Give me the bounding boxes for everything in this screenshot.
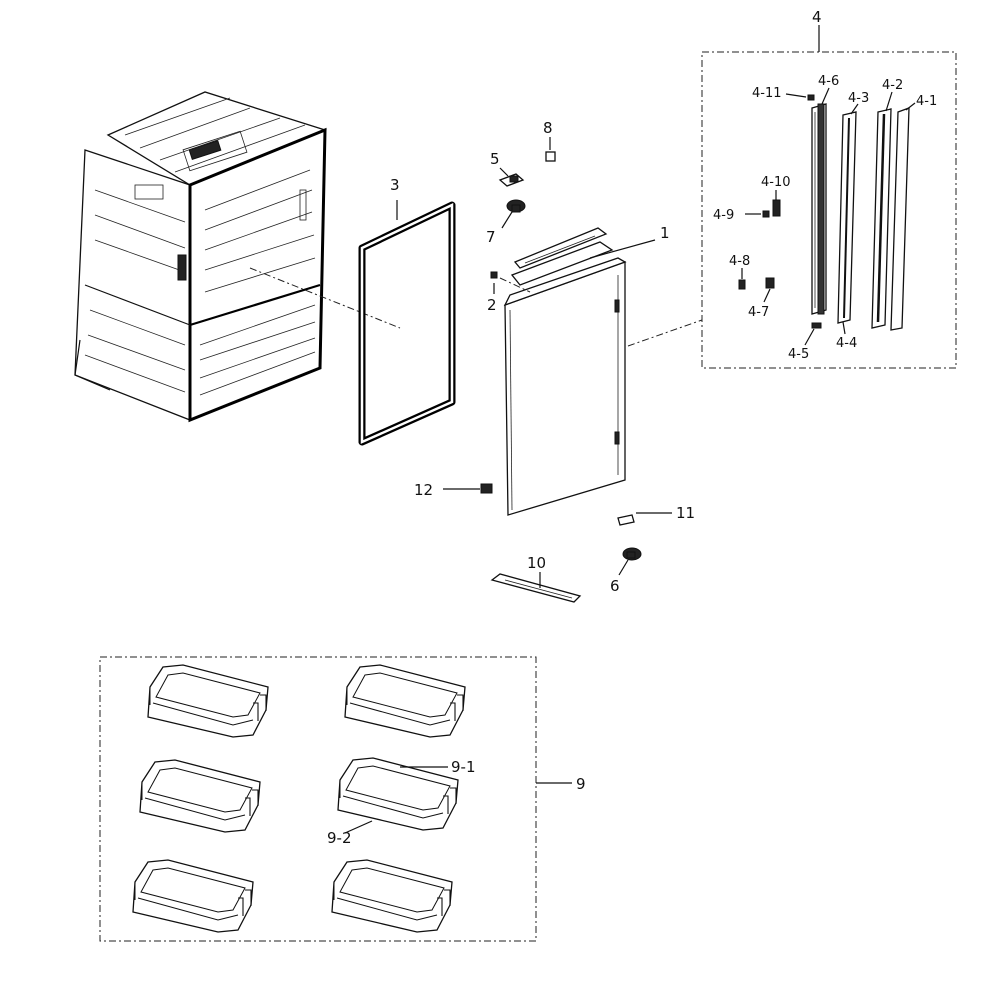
door-bin-outline [147, 664, 269, 738]
callout-12: 12 [414, 481, 433, 499]
door-bin-outline [144, 797, 246, 821]
door-bin-outline [137, 897, 239, 921]
door-bin-outline [336, 897, 438, 921]
door-bin-outline [139, 759, 261, 833]
door-bin-outline [345, 765, 451, 811]
callout-4-9: 4-9 [713, 208, 734, 223]
callout-9: 9 [576, 775, 586, 793]
callout-4-1: 4-1 [916, 94, 937, 109]
door-bin-outline [252, 789, 259, 806]
part-12-stopper [480, 483, 493, 494]
door-gasket [358, 201, 456, 446]
door-bin-outline [331, 859, 453, 933]
leader-cabinet-gasket [249, 267, 401, 329]
callout-10: 10 [527, 554, 546, 572]
door-bin-outline [443, 795, 449, 814]
callout-4-5: 4-5 [788, 347, 809, 362]
callout-9-2: 9-2 [327, 829, 352, 847]
door-bin-outline [152, 702, 254, 726]
leader-1 [589, 239, 656, 259]
refrigerator-cabinet [74, 91, 327, 423]
callout-2: 2 [487, 296, 497, 314]
callout-8: 8 [543, 119, 553, 137]
door-bin-outline [260, 694, 267, 711]
callout-4-7: 4-7 [748, 305, 769, 320]
door-bin-outline [238, 897, 244, 916]
refrigerator-door [503, 227, 627, 516]
callout-4-6: 4-6 [818, 74, 839, 89]
door-bin-outline [444, 889, 451, 906]
part-2-pin [490, 271, 498, 279]
callout-3: 3 [390, 176, 400, 194]
part-6-lower-hinge [622, 547, 642, 561]
callout-6: 6 [610, 577, 620, 595]
callout-9-1: 9-1 [451, 758, 476, 776]
door-bin-outline [450, 702, 456, 721]
door-bin-outline [140, 867, 246, 913]
door-bin-outline [245, 889, 252, 906]
callout-4-10: 4-10 [761, 175, 791, 190]
callout-4-4: 4-4 [836, 336, 857, 351]
callout-4-2: 4-2 [882, 78, 903, 93]
door-bin [147, 664, 269, 738]
door-bin [132, 859, 254, 933]
part-7-hinge [506, 199, 526, 213]
door-bin [344, 664, 466, 738]
door-bin-outline [342, 795, 444, 819]
callout-1: 1 [660, 224, 670, 242]
door-bin [331, 859, 453, 933]
door-bin-outline [245, 797, 251, 816]
callout-4: 4 [812, 8, 822, 26]
part-10-bottom-cap [490, 573, 582, 603]
door-bin-outline [132, 859, 254, 933]
callout-7: 7 [486, 228, 496, 246]
part-5-cover [498, 173, 525, 187]
door-bin-outline [337, 757, 459, 831]
door-bin-outline [253, 702, 259, 721]
door-bin-outline [349, 702, 451, 726]
door-bin-outline [437, 897, 443, 916]
kit-4-box [701, 51, 957, 369]
door-bin-outline [457, 694, 464, 711]
callout-5: 5 [490, 150, 500, 168]
door-bin-outline [344, 664, 466, 738]
part-11-plate [617, 514, 635, 526]
kit-4-parts [738, 94, 910, 331]
door-bin-outline [352, 672, 458, 718]
door-bin [337, 757, 459, 831]
callout-11: 11 [676, 504, 695, 522]
door-bin-outline [450, 787, 457, 804]
door-bin-outline [147, 767, 253, 813]
callout-4-11: 4-11 [752, 86, 782, 101]
door-bin-outline [339, 867, 445, 913]
callout-4-3: 4-3 [848, 91, 869, 106]
door-bin [139, 759, 261, 833]
callout-4-8: 4-8 [729, 254, 750, 269]
part-8-block [545, 151, 556, 162]
door-bins [132, 664, 466, 933]
door-bin-outline [155, 672, 261, 718]
